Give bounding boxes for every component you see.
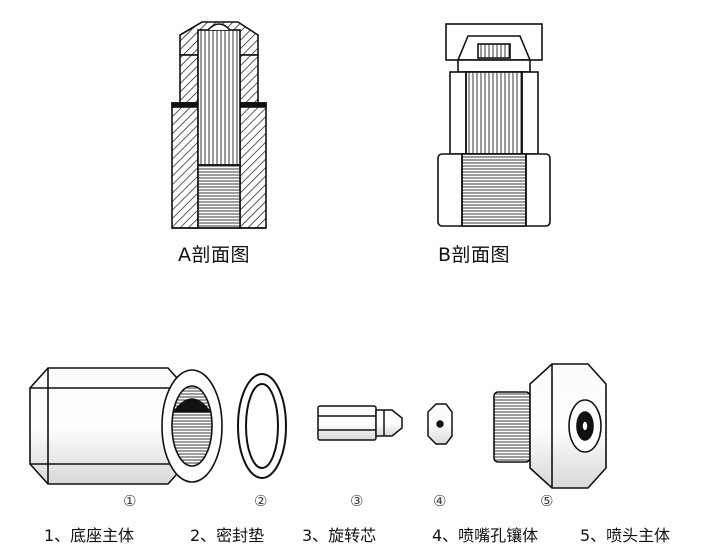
part-2-caption: 2、密封垫 [190, 526, 265, 545]
part-3-caption: 3、旋转芯 [302, 526, 377, 545]
part-4-caption: 4、喷嘴孔镶体 [432, 526, 539, 545]
part-4-number: ④ [433, 492, 447, 510]
part-2-number: ② [254, 492, 268, 510]
part-1-number: ① [123, 492, 137, 510]
section-b-label: B剖面图 [438, 244, 511, 266]
part-5-nozzle-head-drawing [493, 363, 607, 489]
part-4-nozzle-insert-drawing [427, 403, 453, 445]
part-1-base-body-drawing [29, 367, 223, 485]
part-1-caption: 1、底座主体 [44, 526, 135, 545]
part-5-caption: 5、喷头主体 [580, 526, 671, 545]
part-3-rotating-core-drawing [317, 405, 403, 441]
part-5-number: ⑤ [540, 492, 554, 510]
section-a-drawing [171, 21, 267, 229]
section-b-drawing [437, 23, 551, 227]
part-3-number: ③ [350, 492, 364, 510]
section-a-label: A剖面图 [178, 244, 250, 266]
part-2-seal-ring-drawing [237, 373, 287, 479]
